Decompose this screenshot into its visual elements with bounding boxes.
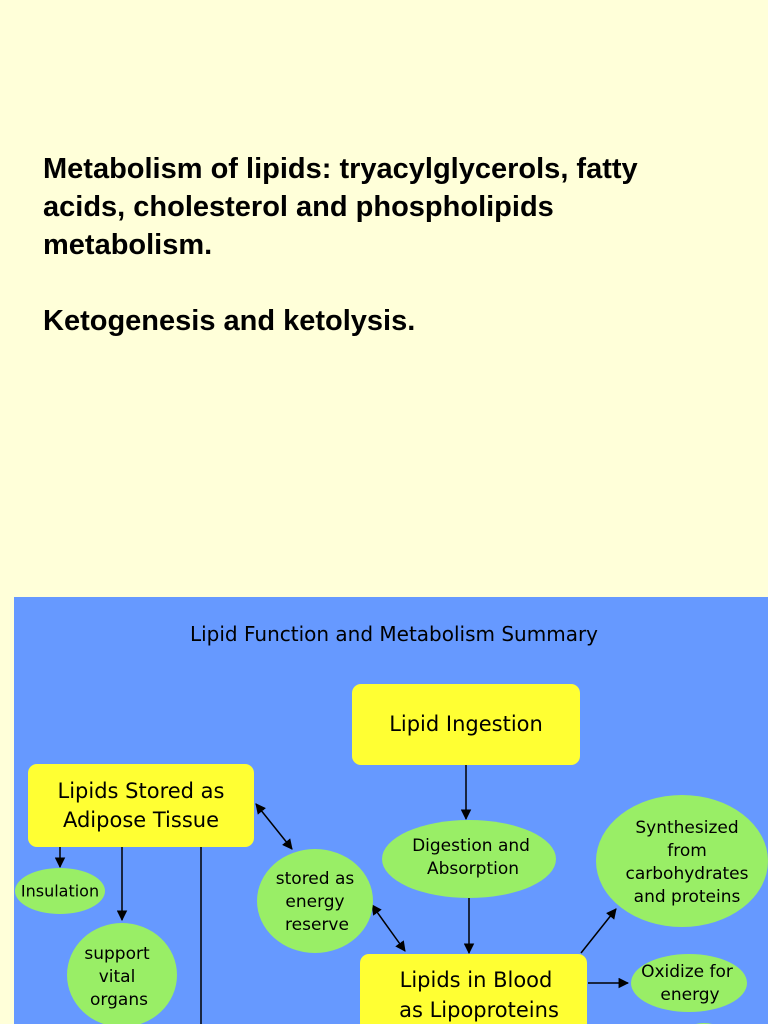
arrow-reserve-blood [371,904,406,952]
node-label: support [84,944,150,964]
slide-heading-line: metabolism. [43,229,213,261]
lipid-metabolism-diagram: Lipid Function and Metabolism Summary Li… [14,597,768,1024]
arrow-blood-to-synthesized [580,908,617,954]
diagram-arrows [54,765,630,1024]
node-support-organs: support vital organs [67,923,177,1024]
slide-heading-line: acids, cholesterol and phospholipids [43,191,554,223]
slide-subheading: Ketogenesis and ketolysis. [43,305,416,337]
node-lipid-ingestion: Lipid Ingestion [352,684,580,765]
node-label: Oxidize for [641,962,733,982]
node-label: Lipid Ingestion [389,712,543,736]
node-label: Adipose Tissue [63,808,219,832]
node-label: carbohydrates [626,864,749,884]
slide-heading-block: Metabolism of lipids: tryacylglycerols, … [43,150,743,340]
node-label: energy [660,985,719,1005]
node-label: vital [99,967,136,987]
node-lipids-in-blood: Lipids in Blood as Lipoproteins [360,954,587,1024]
node-label: Lipids Stored as [58,779,225,803]
node-label: Digestion and [412,836,530,856]
node-label: stored as [276,869,355,889]
node-oxidize-energy: Oxidize for energy [631,954,747,1012]
node-label: organs [90,990,148,1010]
node-adipose-tissue: Lipids Stored as Adipose Tissue [28,764,254,847]
node-label: reserve [285,915,349,935]
node-label: as Lipoproteins [399,998,559,1022]
slide-heading-line: Metabolism of lipids: tryacylglycerols, … [43,153,638,185]
node-label: Absorption [427,859,519,879]
node-label: energy [285,892,344,912]
node-label: Synthesized [635,818,738,838]
node-insulation: Insulation [15,868,105,914]
node-label: Insulation [21,882,99,901]
arrow-stored-reserve [255,803,293,850]
diagram-canvas: Lipid Function and Metabolism Summary Li… [15,622,768,1024]
node-label: from [667,841,707,861]
node-label: and proteins [634,887,741,907]
node-synthesized: Synthesized from carbohydrates and prote… [596,795,768,927]
diagram-title: Lipid Function and Metabolism Summary [190,622,598,646]
node-energy-reserve: stored as energy reserve [257,849,373,953]
node-digestion-absorption: Digestion and Absorption [382,820,556,898]
node-label: Lipids in Blood [400,968,553,992]
